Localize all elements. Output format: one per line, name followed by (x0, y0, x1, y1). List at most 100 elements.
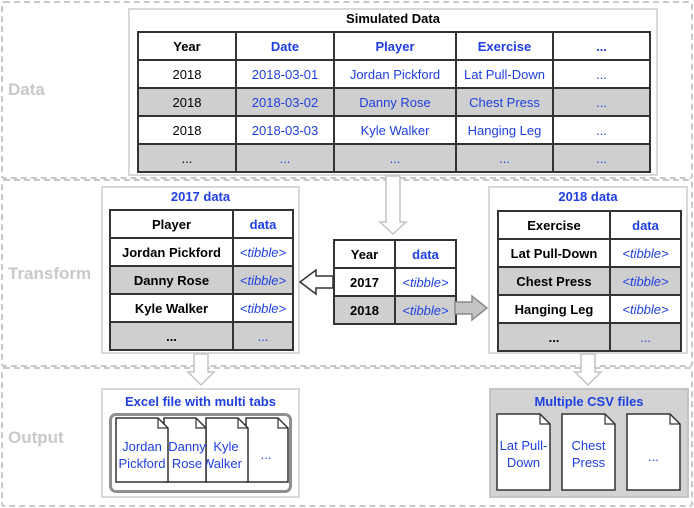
table-row: ... ... (497, 322, 682, 352)
table-row: Chest Press <tibble> (497, 266, 682, 296)
transform-section-label: Transform (8, 264, 92, 283)
simulated-data-title: Simulated Data (346, 11, 440, 26)
arrow-down-icon (573, 353, 603, 387)
table-header-row: Year Date Player Exercise ... (137, 31, 651, 61)
header-cell: Year (137, 31, 237, 61)
table-cell: Lat Pull-Down (455, 59, 554, 89)
table-row: 2018 <tibble> (333, 295, 457, 325)
table-cell: Danny Rose (333, 87, 457, 117)
table-cell: ... (455, 143, 554, 173)
csv-output-title: Multiple CSV files (534, 394, 644, 409)
table-row: Hanging Leg <tibble> (497, 294, 682, 324)
transform-section-band (1, 179, 693, 367)
table-header-row: Player data (109, 209, 294, 239)
header-cell: data (609, 210, 682, 240)
table-cell: Jordan Pickford (109, 237, 234, 267)
table-row: ... ... (109, 321, 294, 351)
simulated-data-table: Year Date Player Exercise ... 2018 2018-… (137, 31, 651, 173)
csv-file-label: ... (648, 449, 659, 464)
arrow-down-icon (186, 353, 216, 387)
table-cell: ... (552, 87, 651, 117)
header-cell: Exercise (497, 210, 611, 240)
table-cell: <tibble> (609, 238, 682, 268)
table-cell: <tibble> (232, 293, 294, 323)
header-cell: Player (109, 209, 234, 239)
csv-file-label: Lat Pull- Down (499, 438, 548, 470)
table-cell: ... (137, 143, 237, 173)
output-section-band (1, 367, 693, 507)
table-row: Lat Pull-Down <tibble> (497, 238, 682, 268)
excel-tab-label: Kyle Walker (206, 439, 242, 471)
table-cell: 2018 (137, 59, 237, 89)
table-cell: <tibble> (394, 267, 457, 297)
excel-tab-label: ... (260, 447, 272, 462)
table-cell: Chest Press (455, 87, 554, 117)
arrow-down-icon (378, 175, 408, 236)
table-cell: 2018 (333, 295, 396, 325)
header-cell: Player (333, 31, 457, 61)
table-cell: Kyle Walker (333, 115, 457, 145)
excel-tab-label: Jordan Pickford (118, 439, 166, 471)
table-cell: Hanging Leg (497, 294, 611, 324)
output-section-label: Output (8, 428, 64, 447)
header-cell: data (394, 239, 457, 269)
table-cell: 2018 (137, 87, 237, 117)
table-cell: ... (552, 143, 651, 173)
table-cell: Hanging Leg (455, 115, 554, 145)
header-cell: ... (552, 31, 651, 61)
table-cell: 2018-03-02 (235, 87, 335, 117)
table-cell: 2018 (137, 115, 237, 145)
table-cell: ... (552, 115, 651, 145)
csv-document-icon (561, 413, 616, 491)
table-header-row: Exercise data (497, 210, 682, 240)
table-cell: ... (232, 321, 294, 351)
table-row: Kyle Walker <tibble> (109, 293, 294, 323)
header-cell: Year (333, 239, 396, 269)
table-row: 2018 2018-03-01 Jordan Pickford Lat Pull… (137, 59, 651, 89)
arrow-right-icon (454, 294, 489, 322)
table-cell: <tibble> (232, 265, 294, 295)
table-cell: <tibble> (609, 294, 682, 324)
excel-output-title: Excel file with multi tabs (125, 394, 276, 409)
header-cell: data (232, 209, 294, 239)
table-cell: ... (333, 143, 457, 173)
excel-tab-label: Danny Rose (168, 439, 206, 471)
nested-year-table: Year data 2017 <tibble> 2018 <tibble> (333, 239, 457, 325)
table-cell: Chest Press (497, 266, 611, 296)
csv-document-icon (496, 413, 551, 491)
table-cell: ... (552, 59, 651, 89)
table-cell: <tibble> (394, 295, 457, 325)
sheet-document-icon (115, 417, 169, 483)
table-cell: Danny Rose (109, 265, 234, 295)
csv-file-label: Chest Press (571, 438, 606, 470)
table-cell: ... (109, 321, 234, 351)
table-cell: Jordan Pickford (333, 59, 457, 89)
table-row: 2017 <tibble> (333, 267, 457, 297)
data-section-label: Data (8, 80, 45, 99)
table-cell: ... (609, 322, 682, 352)
table-cell: 2018-03-03 (235, 115, 335, 145)
data-2017-title: 2017 data (170, 189, 231, 204)
csv-document-icon (626, 413, 681, 491)
data-2018-table: Exercise data Lat Pull-Down <tibble> Che… (497, 210, 682, 352)
table-cell: 2017 (333, 267, 396, 297)
header-cell: Date (235, 31, 335, 61)
table-cell: 2018-03-01 (235, 59, 335, 89)
table-row: Danny Rose <tibble> (109, 265, 294, 295)
data-section-band (1, 1, 693, 179)
table-cell: ... (235, 143, 335, 173)
table-cell: ... (497, 322, 611, 352)
table-row: 2018 2018-03-03 Kyle Walker Hanging Leg … (137, 115, 651, 145)
sheet-document-icon (205, 417, 249, 483)
table-cell: <tibble> (609, 266, 682, 296)
data-2018-title: 2018 data (558, 189, 618, 204)
table-row: Jordan Pickford <tibble> (109, 237, 294, 267)
table-row: 2018 2018-03-02 Danny Rose Chest Press .… (137, 87, 651, 117)
table-cell: <tibble> (232, 237, 294, 267)
header-cell: Exercise (455, 31, 554, 61)
data-2017-table: Player data Jordan Pickford <tibble> Dan… (109, 209, 294, 351)
table-row: ... ... ... ... ... (137, 143, 651, 173)
table-header-row: Year data (333, 239, 457, 269)
arrow-left-icon (298, 268, 334, 296)
